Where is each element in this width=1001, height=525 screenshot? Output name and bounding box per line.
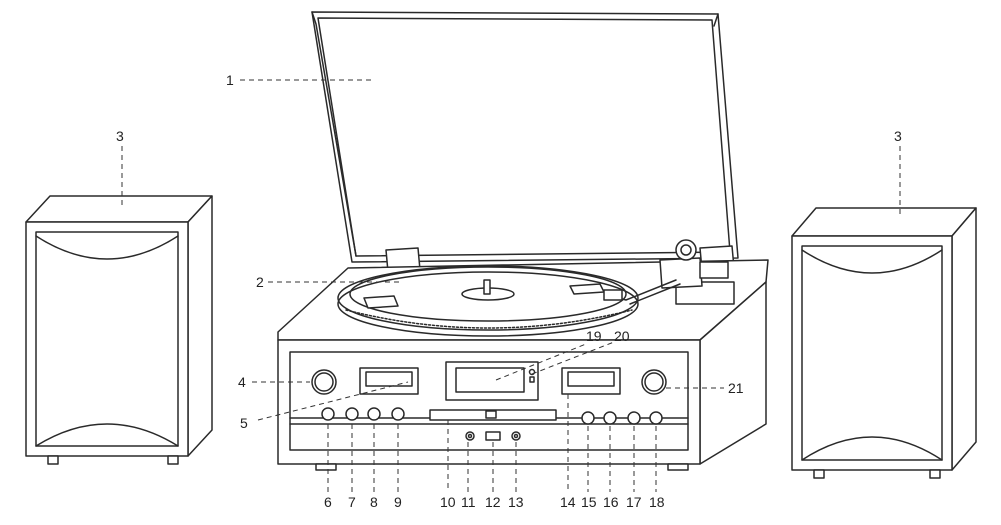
callout-2: 2 [256, 274, 264, 290]
callout-20: 20 [614, 328, 630, 344]
tonearm [603, 239, 735, 305]
callout-9: 9 [394, 494, 402, 510]
callout-11: 11 [461, 494, 476, 510]
callout-18: 18 [649, 494, 665, 510]
callout-13: 13 [508, 494, 524, 510]
callout-19: 19 [586, 328, 602, 344]
cd-slot [429, 409, 557, 421]
front-controls [311, 361, 667, 441]
right-speaker [791, 207, 977, 479]
callout-3-right: 3 [894, 128, 902, 144]
callout-4: 4 [238, 374, 246, 390]
callout-10: 10 [440, 494, 456, 510]
callout-12: 12 [485, 494, 501, 510]
callout-8: 8 [370, 494, 378, 510]
callout-5: 5 [240, 415, 248, 431]
callout-17: 17 [626, 494, 642, 510]
dust-cover [311, 11, 739, 273]
callout-labels: 1 2 3 3 4 5 6 7 8 9 10 11 12 13 14 15 16… [116, 72, 902, 510]
callout-15: 15 [581, 494, 597, 510]
callout-21: 21 [728, 380, 744, 396]
callout-6: 6 [324, 494, 332, 510]
callout-14: 14 [560, 494, 576, 510]
left-speaker [25, 195, 213, 465]
turntable-platter [337, 265, 639, 337]
callout-16: 16 [603, 494, 619, 510]
callout-3-left: 3 [116, 128, 124, 144]
leader-lines [121, 79, 901, 492]
callout-7: 7 [348, 494, 356, 510]
callout-1: 1 [226, 72, 234, 88]
